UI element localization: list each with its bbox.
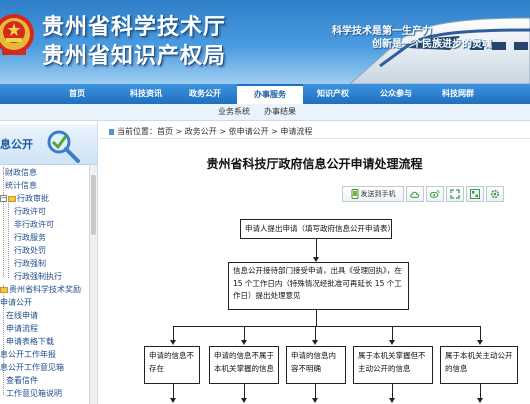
breadcrumb: 当前位置：首页 > 政务公开 > 依申请公开 > 申请流程 — [99, 124, 530, 139]
sidebar-item-opinion-box[interactable]: 息公开工作意见箱 — [0, 363, 64, 372]
sidebar-item-annual-report[interactable]: 息公开工作年报 — [0, 350, 56, 359]
sidebar-header: 息公开 — [0, 125, 97, 165]
sidebar-item-finance[interactable]: 财政信息 — [3, 168, 37, 177]
weibo-icon — [430, 190, 440, 198]
folder-icon — [0, 286, 8, 293]
settings-button[interactable] — [486, 186, 504, 202]
slogan-line-2: 创新是一个民族进步的灵魂 — [372, 39, 492, 50]
sidebar-item-admin-coercion[interactable]: 行政强制 — [14, 259, 46, 268]
main-nav: 首页 科技资讯 政务公开 办事服务 知识产权 公众参与 科技网群 — [0, 84, 530, 104]
cloud-icon — [410, 191, 420, 198]
sidebar-scrollbar[interactable] — [89, 165, 97, 404]
sidebar-item-form-download[interactable]: 申请表格下载 — [6, 337, 54, 346]
sidebar-item-apply-process[interactable]: 申请流程 — [6, 324, 38, 333]
weibo-share-button[interactable] — [426, 186, 444, 202]
send-to-phone-button[interactable]: 发送到手机 — [342, 186, 404, 202]
nav-home[interactable]: 首页 — [69, 89, 85, 98]
national-emblem-icon — [0, 14, 34, 55]
expand-button[interactable] — [446, 186, 464, 202]
sidebar-scrollbar-thumb[interactable] — [91, 175, 96, 235]
site-title-line-2: 贵州省知识产权局 — [42, 44, 227, 69]
expand-icon — [450, 189, 460, 199]
sidebar-item-admin-license[interactable]: 行政许可 — [14, 207, 46, 216]
sub-nav-service-results[interactable]: 办事结果 — [264, 107, 296, 116]
sidebar-item-tech-award[interactable]: 贵州省科学技术奖励 — [0, 284, 81, 295]
page-title: 贵州省科技厅政府信息公开申请处理流程 — [206, 157, 423, 171]
flow-step-submit-application: 申请人提出申请（填写政府信息公开申请表） — [240, 219, 392, 239]
sidebar-item-opinion-box-guide[interactable]: 工作意见箱说明 — [6, 389, 62, 398]
breadcrumb-text: 当前位置：首页 > 政务公开 > 依申请公开 > 申请流程 — [117, 127, 313, 136]
wechat-icon — [470, 189, 480, 199]
slogan-line-1: 科学技术是第一生产力 — [332, 26, 432, 37]
cloud-share-button[interactable] — [406, 186, 424, 202]
main-content: 当前位置：首页 > 政务公开 > 依申请公开 > 申请流程 贵州省科技厅政府信息… — [99, 121, 530, 404]
nav-tech-network[interactable]: 科技网群 — [442, 89, 474, 98]
site-title-line-1: 贵州省科学技术厅 — [42, 15, 227, 40]
sidebar-item-admin-penalty[interactable]: 行政处罚 — [14, 246, 46, 255]
share-toolbar: 发送到手机 — [342, 186, 504, 202]
sidebar-item-apply-disclosure[interactable]: 申请公开 — [0, 298, 32, 307]
nav-intellectual-property[interactable]: 知识产权 — [317, 89, 349, 98]
location-icon — [109, 128, 114, 135]
sidebar-item-non-admin-license[interactable]: 非行政许可 — [14, 220, 54, 229]
flow-step-accept-application: 信息公开接待部门接受申请，出具《受理回执》，在 15 个工作日内（特殊情况经批准… — [228, 262, 409, 310]
flow-outcome-not-held: 申请的信息不属于本机关掌握的信息 — [209, 346, 279, 384]
sidebar-item-admin-enforcement[interactable]: 行政强制执行 — [14, 272, 62, 281]
flow-outcome-not-exist: 申请的信息不存在 — [144, 346, 200, 384]
sub-nav: 业务系统 办事结果 — [0, 104, 530, 121]
sidebar-item-statistics[interactable]: 统计信息 — [5, 181, 37, 190]
nav-public-participation[interactable]: 公众参与 — [380, 89, 412, 98]
sidebar: 息公开 财政信息 统计信息 −行政审批 行政许可 非行政许可 行政服务 行政处罚… — [0, 121, 98, 404]
flow-outcome-unclear: 申请的信息内容不明确 — [286, 346, 346, 384]
folder-icon — [8, 195, 16, 202]
phone-icon — [351, 189, 358, 199]
sub-nav-business-system[interactable]: 业务系统 — [218, 107, 250, 116]
nav-services[interactable]: 办事服务 — [237, 84, 303, 104]
sidebar-title: 息公开 — [0, 138, 33, 151]
flow-outcome-not-proactive: 属于本机关掌握但不主动公开的信息 — [353, 346, 433, 384]
header-banner: 贵州省科学技术厅 贵州省知识产权局 科学技术是第一生产力 创新是一个民族进步的灵… — [0, 0, 530, 84]
sidebar-item-admin-service[interactable]: 行政服务 — [14, 233, 46, 242]
settings-icon — [490, 189, 500, 199]
sidebar-item-online-apply[interactable]: 在线申请 — [6, 311, 38, 320]
sidebar-item-view-letters[interactable]: 查看信件 — [6, 376, 38, 385]
high-speed-train-image — [349, 17, 530, 84]
sidebar-item-admin-approval[interactable]: −行政审批 — [0, 194, 49, 203]
nav-government-affairs[interactable]: 政务公开 — [189, 89, 221, 98]
nav-tech-news[interactable]: 科技资讯 — [130, 89, 162, 98]
collapse-icon[interactable]: − — [0, 194, 7, 202]
magnifier-check-icon — [47, 130, 80, 163]
wechat-share-button[interactable] — [466, 186, 484, 202]
flow-outcome-proactive: 属于本机关主动公开的信息 — [440, 346, 518, 384]
